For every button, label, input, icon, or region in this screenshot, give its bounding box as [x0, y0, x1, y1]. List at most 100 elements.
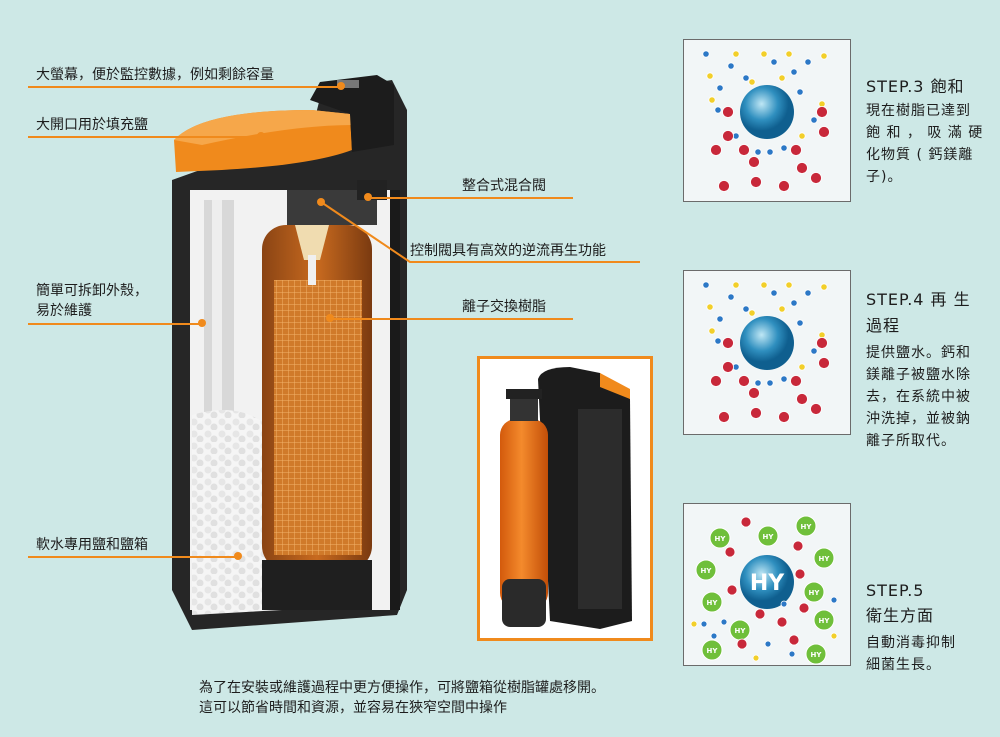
resin-bead [740, 555, 794, 609]
magnesium-ion [690, 620, 698, 628]
magnesium-ion [785, 50, 793, 58]
magnesium-ion [820, 283, 828, 291]
hygiene-particle [709, 527, 731, 549]
sodium-ion [798, 602, 810, 614]
sodium-ion [726, 584, 738, 596]
hy-particle-label: HY [707, 599, 719, 607]
calcium-ion [742, 305, 750, 313]
leader-dot-valve [364, 193, 372, 201]
control-head [310, 75, 394, 152]
sodium-ion [750, 407, 762, 419]
magnesium-ion [752, 654, 760, 662]
sodium-ion [794, 568, 806, 580]
magnesium-ion [830, 632, 838, 640]
salt-pile [192, 410, 282, 615]
label-resin: 離子交換樹脂 [462, 299, 546, 315]
hy-particle-label: HY [707, 647, 719, 655]
hy-particle-label: HY [819, 555, 831, 563]
step5-title-line1: STEP.5 [866, 581, 925, 600]
sodium-ion [736, 638, 748, 650]
leader-opening [28, 136, 263, 138]
hy-particle-label: HY [701, 567, 713, 575]
label-brine: 軟水專用鹽和鹽箱 [36, 537, 148, 553]
magnesium-ion [706, 303, 714, 311]
step4-title-line1: STEP.4 再 生 [866, 290, 971, 309]
sodium-ion [722, 337, 734, 349]
sodium-ion [740, 516, 752, 528]
leader-dot-screen [337, 82, 345, 90]
calcium-ion [796, 88, 804, 96]
sodium-ion [810, 403, 822, 415]
magnesium-ion [706, 72, 714, 80]
step4-body: 提供鹽水。鈣和 鎂離子被鹽水除 去，在系統中被 沖洗掉，並被鈉 離子所取代。 [866, 345, 971, 449]
caption-line2: 這可以節省時間和資源，並容易在狹窄空間中操作 [199, 700, 507, 716]
step5-title-line2: 衛生方面 [866, 606, 935, 625]
calcium-ion [702, 50, 710, 58]
inset-photo-separated [477, 356, 653, 641]
sodium-ion [778, 180, 790, 192]
hy-particle-label: HY [763, 533, 775, 541]
magnesium-ion [798, 132, 806, 140]
leader-dot-resin [326, 314, 334, 322]
calcium-ion [810, 116, 818, 124]
hygiene-particle [695, 559, 717, 581]
resin-bead [740, 85, 794, 139]
sodium-ion [718, 180, 730, 192]
magnesium-ion [708, 327, 716, 335]
calcium-ion [788, 650, 796, 658]
calcium-ion [810, 347, 818, 355]
ion-regeneration-diagram [702, 281, 830, 423]
sodium-ion [776, 616, 788, 628]
magnesium-ion [732, 281, 740, 289]
calcium-ion [702, 281, 710, 289]
sodium-ion [796, 393, 808, 405]
magnesium-ion [760, 281, 768, 289]
hygiene-particle [701, 591, 723, 613]
step4-diagram [683, 270, 851, 435]
sodium-ion [818, 357, 830, 369]
sodium-ion [738, 375, 750, 387]
label-shell-line2: 易於維護 [36, 303, 92, 319]
magnesium-ion [785, 281, 793, 289]
sodium-ion [724, 546, 736, 558]
magnesium-ion [778, 305, 786, 313]
water-softener-cutaway [172, 75, 407, 630]
calcium-ion [754, 148, 762, 156]
inset-illustration [500, 367, 632, 629]
sodium-ion [748, 387, 760, 399]
calcium-ion [780, 600, 788, 608]
hygiene-particle [813, 609, 835, 631]
calcium-ion [766, 148, 774, 156]
step5-body: 自動消毒抑制 細菌生長。 [866, 635, 956, 673]
leader-dot-brine [234, 552, 242, 560]
sodium-ion [710, 375, 722, 387]
hy-center-label: HY [750, 571, 785, 596]
sodium-ion [818, 126, 830, 138]
hy-particle-label: HY [715, 535, 727, 543]
magnesium-ion [732, 50, 740, 58]
magnesium-ion [798, 363, 806, 371]
magnesium-ion [748, 78, 756, 86]
sodium-ion [722, 130, 734, 142]
sodium-ion [778, 411, 790, 423]
hygiene-particle [795, 515, 817, 537]
label-shell-line1: 簡單可拆卸外殼， [36, 283, 148, 299]
sodium-ion [816, 106, 828, 118]
calcium-ion [727, 293, 735, 301]
inset-resin-tank [500, 419, 548, 609]
calcium-ion [780, 144, 788, 152]
calcium-ion [714, 106, 722, 114]
calcium-ion [770, 58, 778, 66]
step3-diagram [683, 39, 851, 202]
leader-screen [28, 86, 343, 88]
label-valve: 整合式混合閥 [462, 178, 546, 194]
resin-bead [740, 316, 794, 370]
step3-body: 現在樹脂已達到 飽 和 ， 吸 滿 硬 化物質 ( 鈣鎂離 子)。 [866, 103, 984, 185]
display-screen [337, 80, 359, 88]
sodium-ion [748, 156, 760, 168]
calcium-ion [716, 315, 724, 323]
sodium-ion [792, 540, 804, 552]
calcium-ion [796, 319, 804, 327]
hygiene-particle [701, 639, 723, 661]
